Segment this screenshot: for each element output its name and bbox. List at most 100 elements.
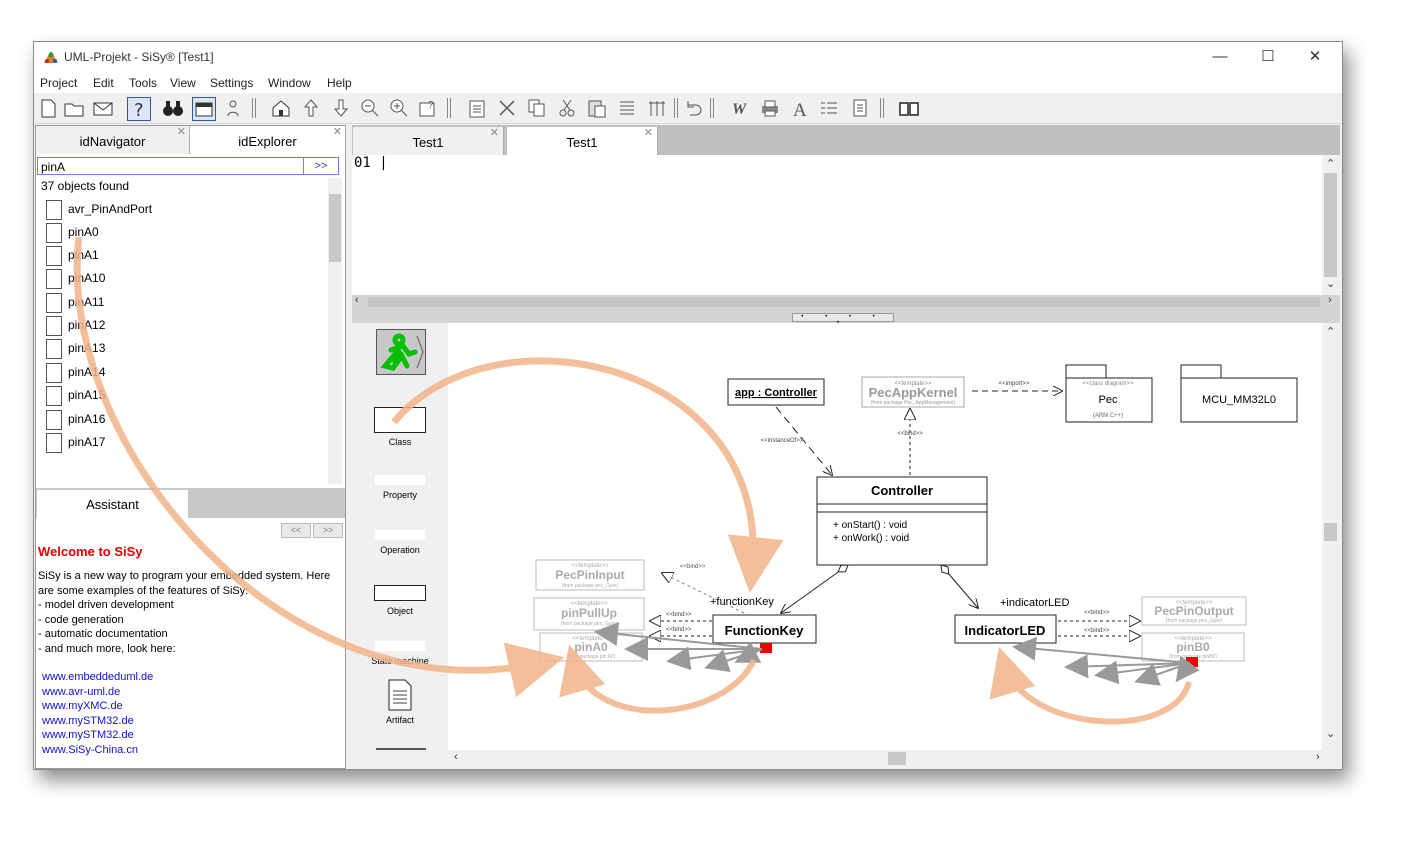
scroll-down-icon[interactable]: ⌄ xyxy=(1326,278,1336,290)
tab-assistant[interactable]: Assistant xyxy=(37,490,188,518)
splitter[interactable]: ‹ › • • • • • xyxy=(352,294,1340,326)
template-pec-pin-output[interactable]: <<template>> PecPinOutput (from package … xyxy=(1141,596,1247,626)
link-myxmc[interactable]: www.myXMC.de xyxy=(42,700,123,712)
link-avr-uml[interactable]: www.avr-uml.de xyxy=(42,685,121,698)
palette-property[interactable]: Property xyxy=(352,475,448,500)
book-icon[interactable] xyxy=(898,97,920,119)
open-folder-icon[interactable] xyxy=(63,97,85,119)
palette-more-icon[interactable] xyxy=(376,748,426,756)
home-icon[interactable] xyxy=(270,97,292,119)
class-functionkey[interactable]: FunctionKey xyxy=(712,614,817,653)
user-icon[interactable] xyxy=(222,97,244,119)
new-file-icon[interactable] xyxy=(37,97,59,119)
outline-icon[interactable] xyxy=(818,97,840,119)
class-indicatorled[interactable]: IndicatorLED xyxy=(954,614,1057,644)
package-pec[interactable]: <<class diagram>> Pec (ARM C++) xyxy=(1065,364,1153,423)
link-mystm32[interactable]: www.mySTM32.de xyxy=(42,729,134,741)
search-go-button[interactable]: >> xyxy=(303,157,339,175)
editor-hscroll-thumb[interactable] xyxy=(368,297,1320,307)
tab-close-icon[interactable]: ✕ xyxy=(643,127,653,139)
properties-icon[interactable]: ? xyxy=(417,97,439,119)
arrow-up-icon[interactable] xyxy=(300,97,322,119)
menu-view[interactable]: View xyxy=(170,76,196,90)
run-icon[interactable] xyxy=(376,329,426,375)
delete-icon[interactable] xyxy=(496,97,518,119)
tab-test1[interactable]: Test1 ✕ xyxy=(353,127,504,155)
assistant-forward-button[interactable]: >> xyxy=(313,523,343,538)
pin-port-marker[interactable] xyxy=(760,643,772,653)
tab-label: idNavigator xyxy=(79,134,146,149)
palette-class[interactable]: Class xyxy=(352,407,448,447)
palette-operation[interactable]: Operation xyxy=(352,530,448,555)
arrow-down-icon[interactable] xyxy=(330,97,352,119)
list-icon[interactable] xyxy=(616,97,638,119)
paste-icon[interactable] xyxy=(586,97,608,119)
tab-close-icon[interactable]: ✕ xyxy=(489,127,499,139)
binoculars-icon[interactable] xyxy=(162,97,184,119)
undo-icon[interactable] xyxy=(682,97,704,119)
cut-icon[interactable] xyxy=(556,97,578,119)
scroll-up-icon[interactable]: ⌃ xyxy=(1326,158,1336,170)
menu-tools[interactable]: Tools xyxy=(129,76,158,90)
splitter-grip[interactable]: • • • • • xyxy=(792,313,894,326)
template-pec-app-kernel[interactable]: <<template>> PecAppKernel (from package … xyxy=(861,376,965,408)
scroll-left-icon[interactable]: ‹ xyxy=(355,294,359,306)
link-mystm32[interactable]: www.mySTM32.de xyxy=(42,714,134,727)
menu-help[interactable]: Help xyxy=(327,76,352,90)
diagram-hscrollbar[interactable]: ‹ › xyxy=(448,750,1340,768)
menu-edit[interactable]: Edit xyxy=(93,76,114,90)
object-app-controller[interactable]: app : Controller xyxy=(727,378,825,406)
diagram-vscrollbar[interactable]: ⌃ ⌄ xyxy=(1322,323,1340,750)
document-icon[interactable] xyxy=(849,97,871,119)
tab-idnavigator[interactable]: idNavigator ✕ xyxy=(36,126,190,154)
maximize-button[interactable]: ☐ xyxy=(1261,48,1275,65)
uml-diagram-canvas[interactable]: app : Controller <<template>> PecAppKern… xyxy=(448,329,1322,749)
copy-icon[interactable] xyxy=(526,97,548,119)
tab-close-icon[interactable]: ✕ xyxy=(176,126,186,138)
template-pin-pull-up[interactable]: <<template>> pinPullUp (from package pec… xyxy=(533,597,645,631)
scroll-down-icon[interactable]: ⌄ xyxy=(1326,728,1336,740)
package-mcu[interactable]: MCU_MM32L0 xyxy=(1180,364,1298,423)
code-editor[interactable]: 01 | xyxy=(352,155,1322,295)
scroll-thumb[interactable] xyxy=(1324,173,1337,277)
scroll-up-icon[interactable]: ⌃ xyxy=(1326,326,1336,338)
palette-artifact[interactable]: Artifact xyxy=(352,679,448,725)
tab-test1-active[interactable]: Test1 ✕ xyxy=(507,127,658,155)
zoom-in-icon[interactable] xyxy=(388,97,410,119)
scroll-thumb[interactable] xyxy=(888,752,906,765)
word-export-icon[interactable]: W xyxy=(730,97,752,119)
print-icon[interactable] xyxy=(759,97,781,119)
palette-object[interactable]: Object xyxy=(352,585,448,616)
zoom-out-icon[interactable] xyxy=(359,97,381,119)
close-button[interactable]: ✕ xyxy=(1308,48,1322,65)
font-icon[interactable]: A xyxy=(790,97,812,121)
menu-window[interactable]: Window xyxy=(268,76,311,90)
menu-settings[interactable]: Settings xyxy=(210,76,254,90)
template-pec-pin-input[interactable]: <<template>> PecPinInput (from package p… xyxy=(535,559,645,591)
scroll-right-icon[interactable]: › xyxy=(1328,294,1332,306)
explorer-scrollbar[interactable] xyxy=(328,178,342,484)
mail-icon[interactable] xyxy=(92,97,114,119)
tab-close-icon[interactable]: ✕ xyxy=(332,126,342,138)
help-icon[interactable]: ? xyxy=(127,97,151,121)
columns-icon[interactable] xyxy=(646,97,668,119)
palette-state-machine[interactable]: State machine xyxy=(352,641,448,666)
scroll-right-icon[interactable]: › xyxy=(1316,751,1320,763)
link-embeddeduml[interactable]: www.embeddeduml.de xyxy=(42,671,154,683)
template-pin-a0[interactable]: <<template>> pinA0 (from package pin A0) xyxy=(539,632,643,662)
template-pin-b0[interactable]: <<template>> pinB0 (from package pinB0) xyxy=(1141,632,1245,667)
assistant-back-button[interactable]: << xyxy=(281,523,311,538)
scroll-thumb[interactable] xyxy=(1324,523,1337,541)
tab-idexplorer[interactable]: idExplorer ✕ xyxy=(190,126,346,154)
class-controller[interactable]: Controller + onStart() : void + onWork()… xyxy=(816,476,988,566)
editor-scrollbar[interactable]: ⌃ ⌄ xyxy=(1322,155,1340,295)
window-toggle-icon[interactable] xyxy=(192,97,216,121)
scroll-thumb[interactable] xyxy=(329,194,341,262)
clipboard-icon[interactable] xyxy=(466,97,488,119)
search-input[interactable]: pinA xyxy=(37,157,304,175)
link-sisy-china[interactable]: www.SiSy-China.cn xyxy=(42,743,138,756)
scroll-left-icon[interactable]: ‹ xyxy=(454,751,458,763)
menu-project[interactable]: Project xyxy=(40,76,78,90)
minimize-button[interactable]: — xyxy=(1212,48,1228,65)
palette-label: Object xyxy=(386,606,413,616)
